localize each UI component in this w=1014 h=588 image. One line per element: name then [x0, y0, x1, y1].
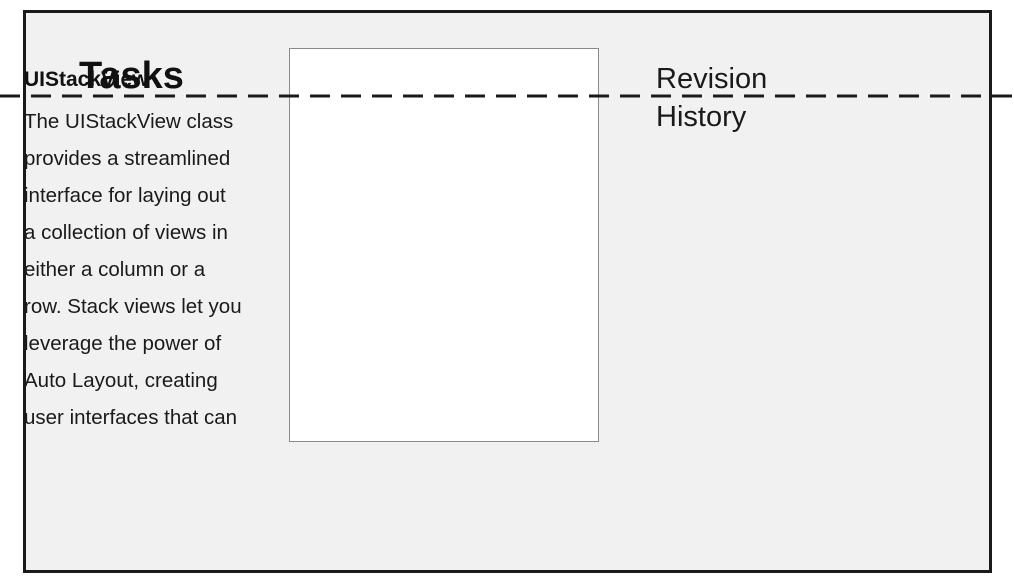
tasks-label: Tasks [79, 55, 184, 97]
card-line: row. Stack views let you [24, 295, 242, 318]
card-line: a collection of views in [24, 221, 228, 244]
card-title: UIStackView [24, 68, 149, 91]
card-line: The UIStackView class [24, 110, 234, 133]
revision-label-line2: History [656, 101, 747, 133]
card-line: interface for laying out [24, 184, 226, 207]
card-line: user interfaces that can [24, 406, 238, 429]
card-line: either a column or a [24, 258, 206, 281]
revision-history-label: Revision History [656, 60, 767, 136]
card-line: provides a streamlined [24, 147, 231, 170]
card-body: The UIStackView class provides a streaml… [24, 103, 300, 436]
card-line: leverage the power of [24, 332, 222, 355]
text-card [289, 48, 599, 442]
card-line: Auto Layout, creating [24, 369, 218, 392]
revision-label-line1: Revision [656, 63, 768, 95]
